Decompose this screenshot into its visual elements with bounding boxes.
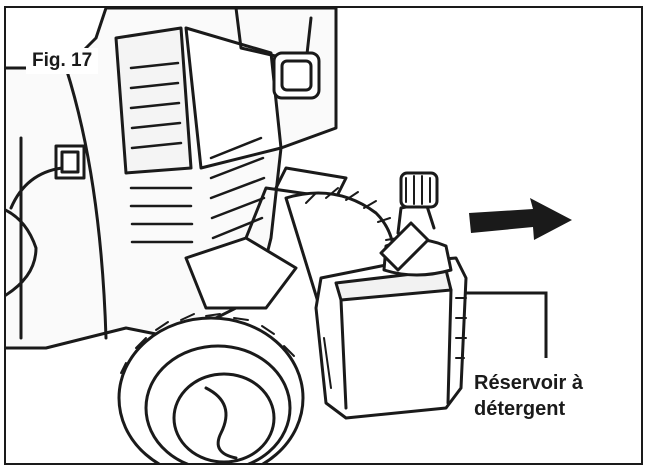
callout-line-2: détergent xyxy=(474,398,566,420)
front-wheel xyxy=(117,313,305,463)
figure-label: Fig. 17 xyxy=(26,48,99,74)
top-vent-block xyxy=(114,26,193,175)
pressure-washer-illustration xyxy=(6,8,572,463)
arrow-right-icon xyxy=(469,198,572,240)
top-vents xyxy=(129,61,183,150)
callout-line-1: Réservoir à xyxy=(474,372,583,394)
nozzle-knob xyxy=(399,171,439,209)
figure-frame: Fig. 17 Réservoir à détergent xyxy=(4,6,643,465)
detergent-tank-callout: Réservoir à détergent xyxy=(474,370,583,422)
lower-vents xyxy=(129,186,194,244)
control-knob xyxy=(272,51,321,100)
callout-leader-line xyxy=(464,291,548,358)
